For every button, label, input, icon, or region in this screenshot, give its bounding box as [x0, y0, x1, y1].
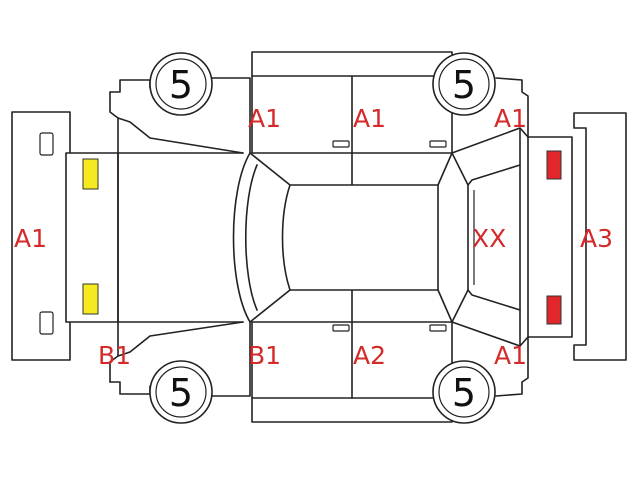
- code-top-front-fender: A1: [248, 104, 281, 133]
- tire-label: 5: [169, 63, 193, 107]
- rear-end: [527, 136, 573, 338]
- code-bottom-front-corner: B1: [98, 341, 131, 370]
- tire-rear-left: 5: [149, 360, 213, 424]
- tire-label: 5: [452, 63, 476, 107]
- taillight-marker-top: [546, 150, 562, 180]
- code-bottom-rear-quarter: A1: [494, 341, 527, 370]
- top-side-panels: [109, 51, 529, 186]
- front-bumper: [11, 111, 71, 361]
- headlight-marker-bottom: [82, 283, 99, 315]
- code-top-rear-quarter: A1: [494, 104, 527, 133]
- code-top-front-door: A1: [353, 104, 386, 133]
- code-front-bumper: A1: [14, 224, 47, 253]
- code-rear-glass: XX: [472, 224, 506, 253]
- tire-label: 5: [169, 371, 193, 415]
- roof-and-glass: [232, 127, 521, 347]
- rear-bumper: [573, 112, 627, 361]
- tire-front-left: 5: [149, 52, 213, 116]
- code-rear-bumper: A3: [580, 224, 613, 253]
- tire-label: 5: [452, 371, 476, 415]
- taillight-marker-bottom: [546, 295, 562, 325]
- tire-rear-right: 5: [432, 360, 496, 424]
- code-bottom-front-fender: B1: [248, 341, 281, 370]
- headlight-marker-top: [82, 158, 99, 190]
- tire-front-right: 5: [432, 52, 496, 116]
- code-bottom-rear-door: A2: [353, 341, 386, 370]
